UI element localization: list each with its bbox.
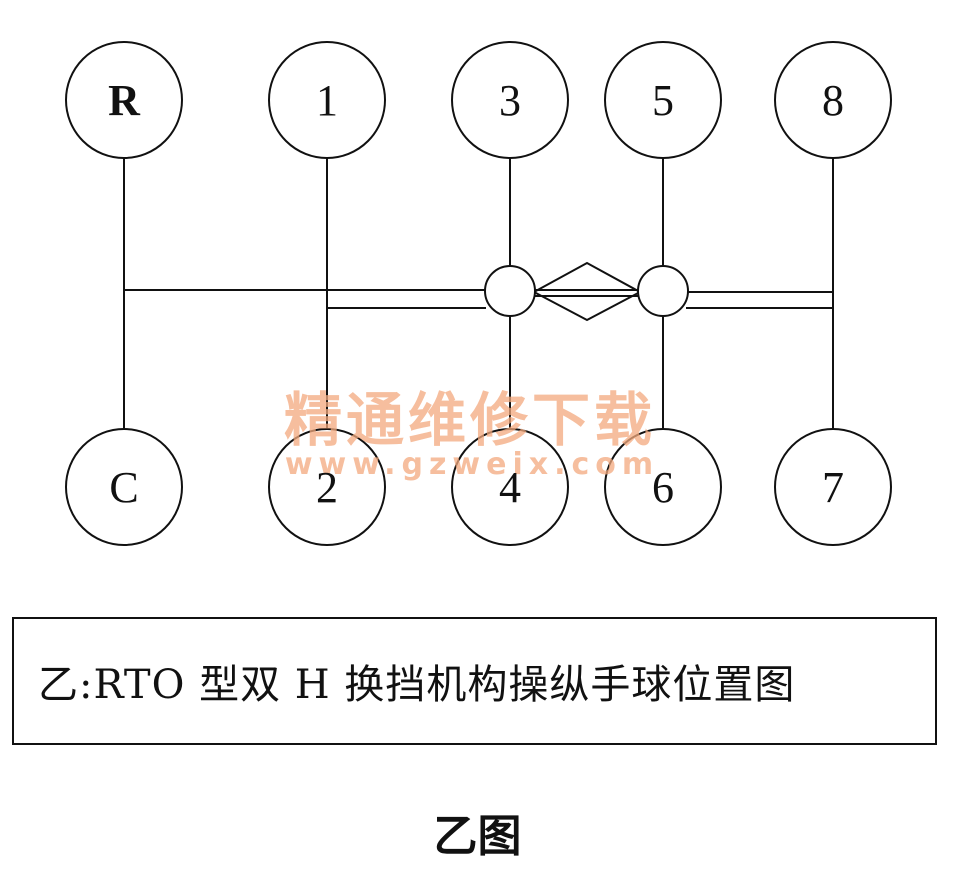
gear-label-5: 5 [652, 76, 674, 125]
figure-title: 乙图 [433, 811, 522, 862]
gear-circle-r [65, 41, 183, 159]
gear-label-7: 7 [822, 463, 844, 512]
gear-label-2: 2 [316, 463, 338, 512]
gear-circle-c [65, 428, 183, 546]
gear-circle-7 [774, 428, 892, 546]
gear-circle-8 [774, 41, 892, 159]
gear-circle-2 [268, 428, 386, 546]
gear-circle-6 [604, 428, 722, 546]
gear-label-r: R [108, 76, 141, 125]
gear-circle-1 [268, 41, 386, 159]
gear-label-c: C [109, 463, 138, 512]
range-shift-rhombus [531, 261, 643, 322]
gear-label-6: 6 [652, 463, 674, 512]
gear-label-4: 4 [499, 463, 521, 512]
gear-circle-4 [451, 428, 569, 546]
watermark-url: www.gzweix.com [285, 447, 659, 482]
pivot-circle-left [484, 265, 536, 317]
gear-label-1: 1 [316, 76, 338, 125]
gear-circle-5 [604, 41, 722, 159]
gear-label-3: 3 [499, 76, 521, 125]
caption-text: 乙:RTO 型双 H 换挡机构操纵手球位置图 [38, 662, 796, 708]
gear-circle-3 [451, 41, 569, 159]
pivot-circle-right [637, 265, 689, 317]
caption-box: 乙:RTO 型双 H 换挡机构操纵手球位置图 [12, 617, 937, 745]
watermark-chinese: 精通维修下载 [284, 386, 656, 454]
gear-label-8: 8 [822, 76, 844, 125]
